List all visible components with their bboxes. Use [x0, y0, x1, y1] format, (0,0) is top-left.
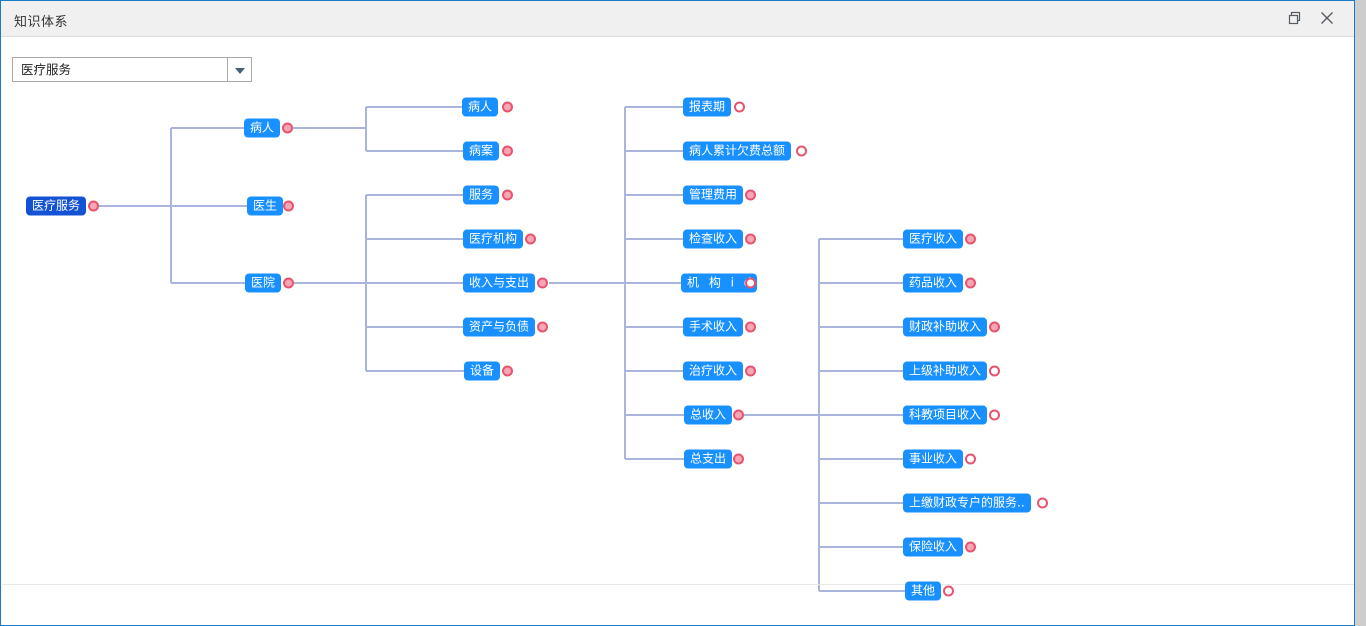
tree-node[interactable]: 手术收入 — [683, 317, 744, 337]
tree-node[interactable]: 医疗收入 — [903, 229, 964, 249]
tree-node-dot[interactable] — [745, 233, 756, 245]
tree-node[interactable]: 保险收入 — [903, 537, 964, 557]
tree-node-dot[interactable] — [502, 101, 513, 113]
tree-node-dot[interactable] — [537, 277, 548, 289]
tree-node[interactable]: 上级补助收入 — [903, 361, 988, 381]
domain-select[interactable]: 医疗服务 — [12, 57, 252, 82]
tree-node-dot[interactable] — [965, 233, 976, 245]
tree-node-root[interactable]: 医疗服务 — [26, 196, 87, 216]
tree-node[interactable]: 服务 — [463, 185, 500, 205]
tree-node-dot[interactable] — [745, 277, 756, 289]
tree-node[interactable]: 报表期 — [683, 97, 732, 117]
tree-node-dot[interactable] — [965, 541, 976, 553]
tree-node[interactable]: 总收入 — [684, 405, 733, 425]
tree-node-dot[interactable] — [733, 453, 744, 465]
tree-node-dot[interactable] — [283, 200, 294, 212]
tree-node-dot[interactable] — [88, 200, 99, 212]
tree-node-dot[interactable] — [283, 277, 294, 289]
tree-node-dot[interactable] — [502, 145, 513, 157]
tree-node-dot[interactable] — [965, 277, 976, 289]
close-window-icon[interactable] — [1314, 7, 1340, 31]
footer-divider — [2, 584, 1354, 585]
tree-node[interactable]: 医生 — [247, 196, 284, 216]
tree-node-dot[interactable] — [734, 101, 745, 113]
tree-node-dot[interactable] — [943, 585, 954, 597]
tree-node-dot[interactable] — [282, 122, 293, 134]
tree-node[interactable]: 资产与负债 — [463, 317, 536, 337]
tree-node-dot[interactable] — [502, 365, 513, 377]
tree-node-dot[interactable] — [537, 321, 548, 333]
tree-node[interactable]: 医疗机构 — [463, 229, 524, 249]
tree-node-dot[interactable] — [525, 233, 536, 245]
tree-node[interactable]: 病人 — [244, 118, 281, 138]
tree-node[interactable]: 病人 — [462, 97, 499, 117]
tree-canvas: 医疗服务 病人 医生 医院 病人 病案 服务 医疗机构 收入与支出 资产与负债 … — [2, 38, 1354, 625]
tree-node[interactable]: 病案 — [463, 141, 500, 161]
tree-node[interactable]: 病人累计欠费总额 — [683, 141, 792, 161]
tree-node[interactable]: 设备 — [464, 361, 501, 381]
tree-node[interactable]: 事业收入 — [903, 449, 964, 469]
tree-node-dot[interactable] — [733, 409, 744, 421]
chevron-down-icon[interactable] — [227, 58, 251, 81]
tree-connectors — [98, 106, 905, 592]
tree-node[interactable]: 财政补助收入 — [903, 317, 988, 337]
page-scrollbar[interactable] — [1355, 0, 1366, 626]
tree-node[interactable]: 机 构 i d — [681, 273, 758, 293]
tree-node[interactable]: 治疗收入 — [683, 361, 744, 381]
tree-node[interactable]: 其他 — [905, 581, 942, 601]
tree-node[interactable]: 药品收入 — [903, 273, 964, 293]
tree-node[interactable]: 总支出 — [684, 449, 733, 469]
tree-node-dot[interactable] — [745, 321, 756, 333]
tree-node[interactable]: 上缴财政专户的服务.. — [903, 493, 1031, 513]
tree-node-dot[interactable] — [989, 365, 1000, 377]
tree-node-dot[interactable] — [502, 189, 513, 201]
tree-node-dot[interactable] — [745, 365, 756, 377]
tree-node[interactable]: 检查收入 — [683, 229, 744, 249]
tree-node[interactable]: 医院 — [245, 273, 282, 293]
tree-node-dot[interactable] — [989, 409, 1000, 421]
tree-node[interactable]: 管理费用 — [683, 185, 744, 205]
tree-node-dot[interactable] — [1037, 497, 1048, 509]
tree-node-dot[interactable] — [745, 189, 756, 201]
tree-node-dot[interactable] — [796, 145, 807, 157]
tree-node-dot[interactable] — [989, 321, 1000, 333]
tree-node[interactable]: 科教项目收入 — [903, 405, 988, 425]
domain-select-value[interactable]: 医疗服务 — [21, 62, 72, 77]
tree-node-dot[interactable] — [965, 453, 976, 465]
window-titlebar: 知识体系 — [1, 1, 1354, 37]
tree-node[interactable]: 收入与支出 — [463, 273, 536, 293]
window-title: 知识体系 — [14, 15, 69, 30]
restore-window-icon[interactable] — [1282, 7, 1308, 31]
